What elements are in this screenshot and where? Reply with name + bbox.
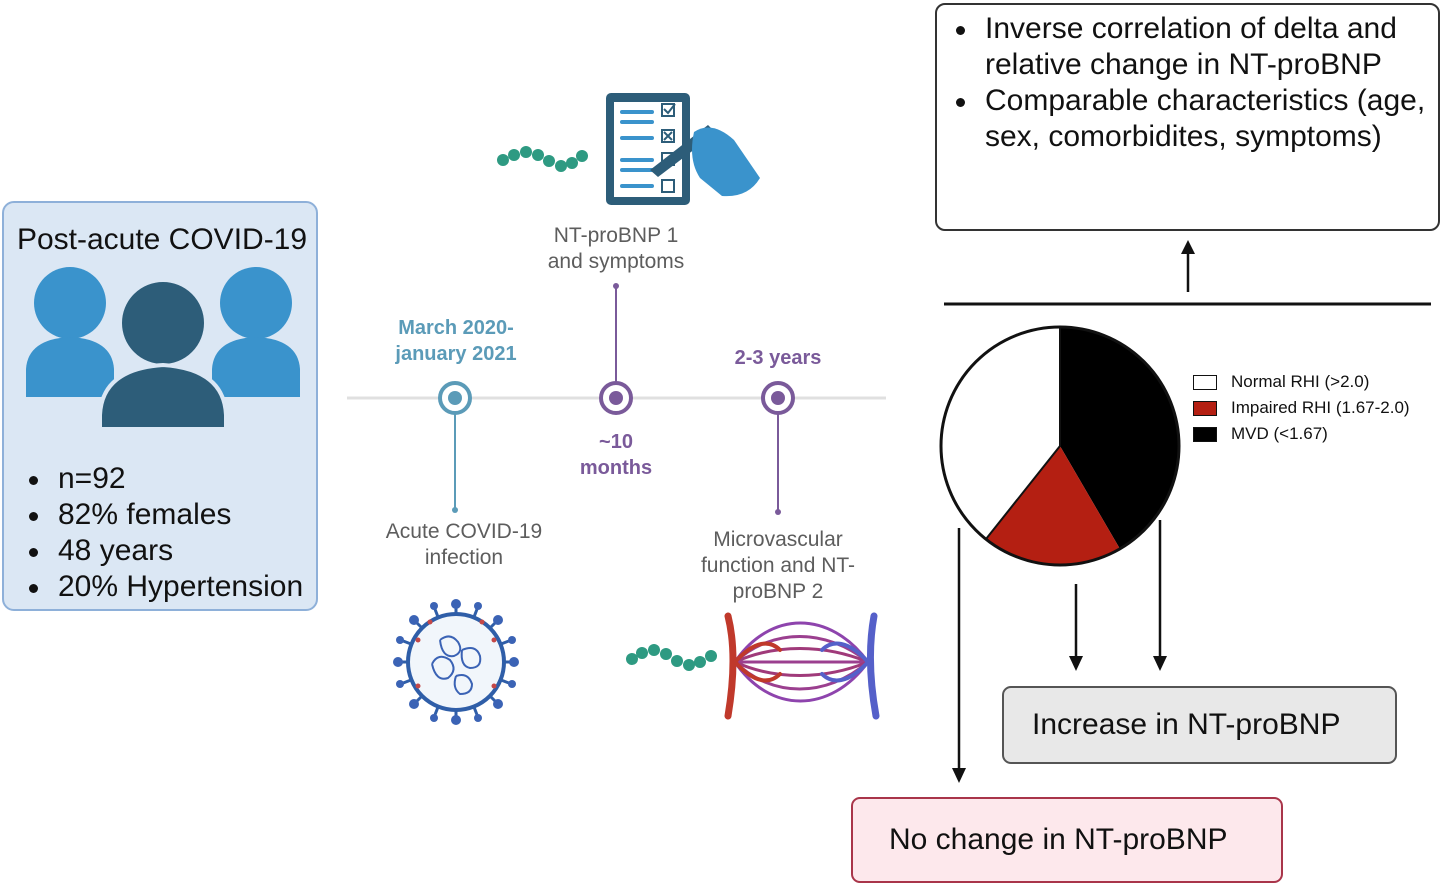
legend-item-normal: Normal RHI (>2.0) — [1193, 369, 1410, 395]
legend-item-impaired: Impaired RHI (1.67-2.0) — [1193, 395, 1410, 421]
cohort-panel: Post-acute COVID-19 n=92 82% females 48 … — [2, 201, 318, 611]
followup-duration-label: 2-3 years — [734, 347, 822, 369]
start-date-label: March 2020- january 2021 — [395, 317, 517, 365]
cohort-stat-age: 48 years — [24, 533, 303, 569]
legend-label-normal: Normal RHI (>2.0) — [1231, 372, 1370, 391]
pie-slice-mvd — [1060, 326, 1180, 549]
legend-swatch-mvd — [1193, 426, 1217, 442]
microvasculature-icon — [724, 612, 880, 720]
visit1-label: NT-proBNP 1 and symptoms — [547, 224, 685, 273]
bacteria-chain-icon — [497, 146, 588, 172]
visit2-label: Microvascular function and NT- proBNP 2 — [700, 528, 856, 603]
no-change-outcome-box: No change in NT-proBNP — [851, 797, 1283, 883]
legend-label-mvd: MVD (<1.67) — [1231, 424, 1328, 443]
legend-swatch-impaired — [1193, 400, 1217, 416]
clipboard-checklist-icon — [606, 93, 760, 205]
pie-slice-normal — [941, 327, 1060, 539]
legend-label-impaired: Impaired RHI (1.67-2.0) — [1231, 398, 1410, 417]
cohort-title: Post-acute COVID-19 — [16, 223, 308, 256]
cohort-stat-hypertension: 20% Hypertension — [24, 569, 303, 605]
arrow-down-icon-3 — [952, 768, 966, 783]
arrow-down-icon-1 — [1069, 656, 1083, 671]
results-list: Inverse correlation of delta and relativ… — [951, 11, 1431, 155]
acute-infection-label: Acute COVID-19 infection — [385, 520, 543, 569]
result-item-characteristics: Comparable characteristics (age, sex, co… — [951, 83, 1431, 155]
increase-outcome-box: Increase in NT-proBNP — [1002, 686, 1397, 764]
rhi-pie-chart — [939, 325, 1181, 567]
results-box: Inverse correlation of delta and relativ… — [935, 3, 1440, 231]
legend-swatch-normal — [1193, 374, 1217, 390]
legend-item-mvd: MVD (<1.67) — [1193, 421, 1410, 447]
arrow-down-icon-2 — [1153, 656, 1167, 671]
cohort-stat-females: 82% females — [24, 497, 303, 533]
result-item-correlation: Inverse correlation of delta and relativ… — [951, 11, 1431, 83]
virus-icon — [393, 599, 519, 725]
people-group-icon — [26, 267, 300, 431]
cohort-stat-n: n=92 — [24, 461, 303, 497]
arrow-up-icon — [1181, 240, 1195, 254]
pie-slice-impaired — [986, 446, 1120, 566]
pie-legend: Normal RHI (>2.0) Impaired RHI (1.67-2.0… — [1193, 369, 1410, 447]
bacteria-chain-icon-2 — [626, 644, 717, 671]
gap-label: ~10 months — [579, 431, 653, 479]
cohort-stats-list: n=92 82% females 48 years 20% Hypertensi… — [24, 461, 303, 605]
